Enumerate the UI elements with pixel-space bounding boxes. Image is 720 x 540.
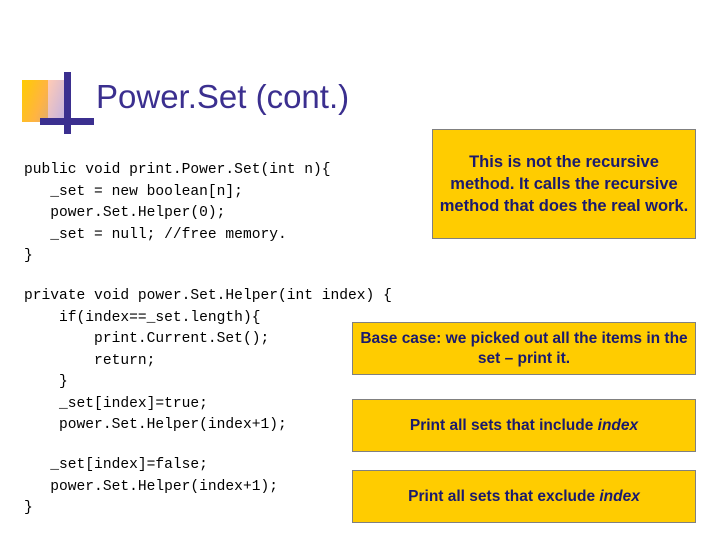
- callout-text-plain: Print all sets that exclude: [408, 487, 600, 505]
- callout-text-plain: Print all sets that include: [409, 416, 598, 434]
- callout-text: Print all sets that include index: [353, 416, 695, 436]
- callout-text-emphasis: index: [599, 487, 640, 505]
- slide-logo: [22, 72, 94, 134]
- callout-base-case: Base case: we picked out all the items i…: [352, 322, 696, 375]
- code-block-print-power-set: public void print.Power.Set(int n){ _set…: [24, 162, 331, 264]
- callout-text: This is not the recursive method. It cal…: [439, 153, 689, 215]
- callout-text: Print all sets that exclude index: [353, 487, 695, 507]
- callout-include-index: Print all sets that include index: [352, 399, 696, 452]
- callout-text-emphasis: index: [597, 416, 639, 434]
- logo-gradient-overlay: [22, 80, 66, 122]
- callout-not-recursive-method: This is not the recursive method. It cal…: [432, 129, 696, 239]
- callout-text: Base case: we picked out all the items i…: [360, 329, 688, 367]
- page-title: Power.Set (cont.): [96, 78, 350, 115]
- code-block-power-set-helper-bottom: _set[index]=false; power.Set.Helper(inde…: [24, 457, 278, 516]
- logo-vertical-bar: [64, 72, 71, 134]
- code-block-power-set-helper-top: private void power.Set.Helper(int index)…: [24, 288, 392, 433]
- callout-exclude-index: Print all sets that exclude index: [352, 470, 696, 523]
- logo-horizontal-bar: [40, 118, 94, 125]
